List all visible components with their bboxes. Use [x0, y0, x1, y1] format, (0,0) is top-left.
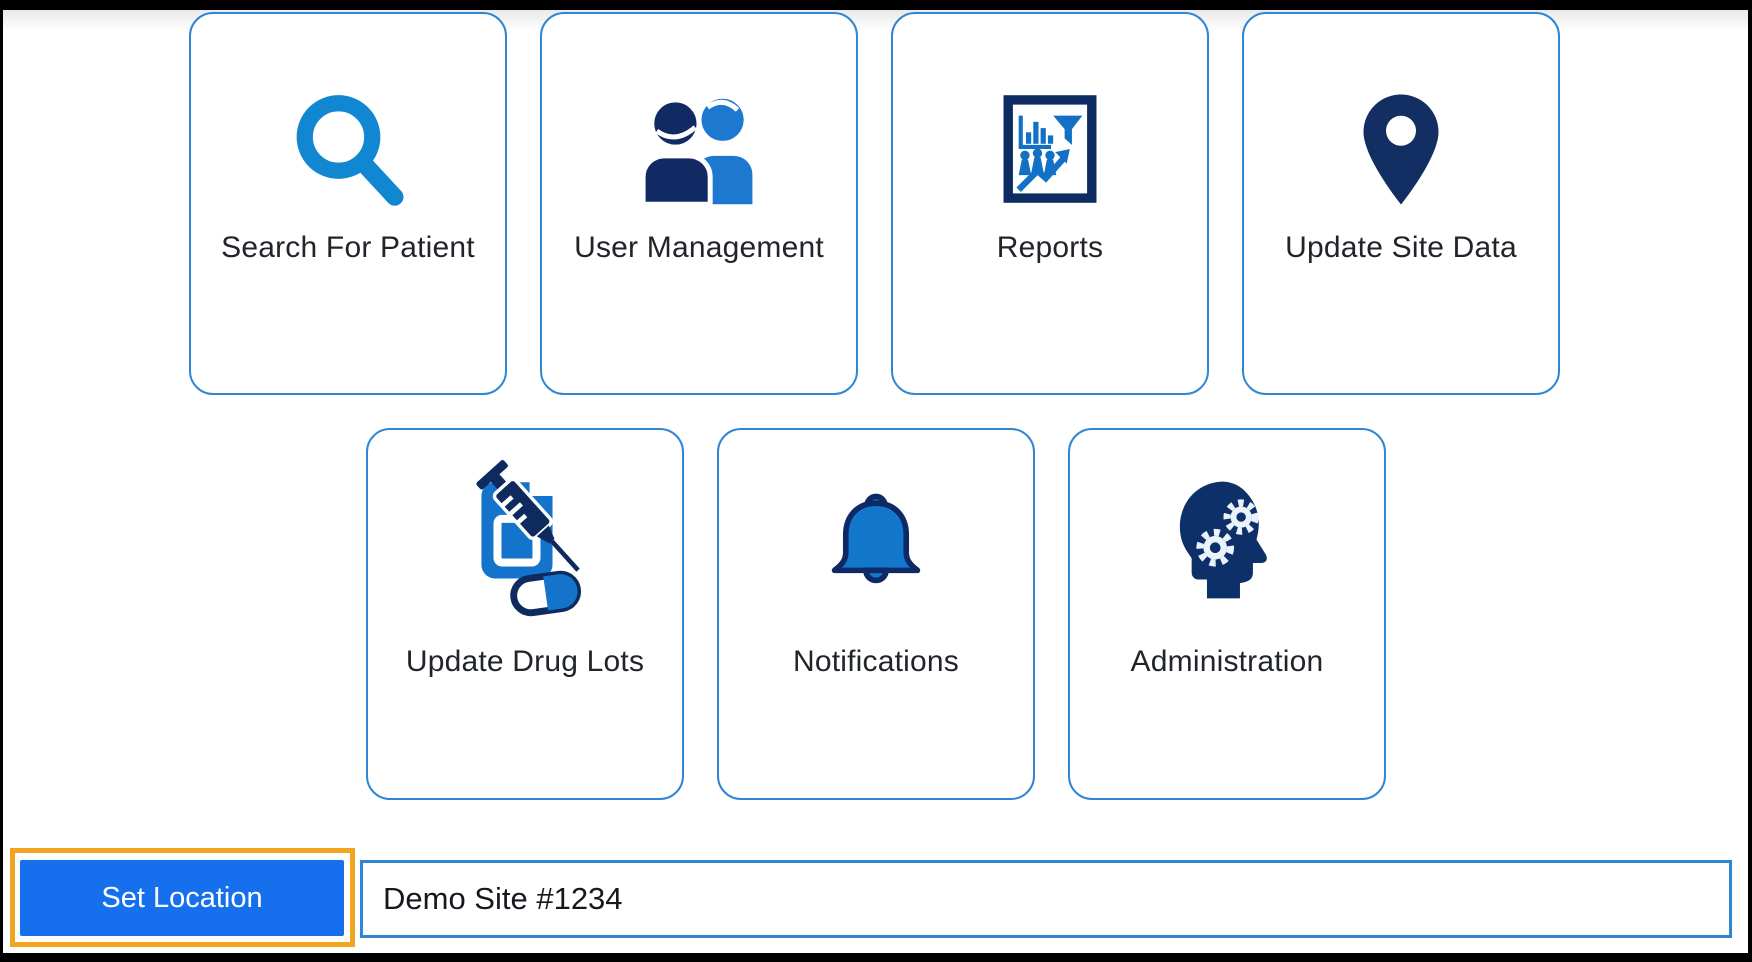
card-label: User Management — [574, 231, 824, 264]
search-icon — [286, 84, 411, 214]
bell-icon — [820, 454, 932, 632]
card-label: Update Drug Lots — [405, 645, 645, 678]
report-chart-icon — [1003, 84, 1097, 214]
card-update-site-data[interactable]: Update Site Data — [1242, 12, 1560, 395]
card-notifications[interactable]: Notifications — [717, 428, 1035, 800]
card-user-management[interactable]: User Management — [540, 12, 858, 395]
card-search-for-patient[interactable]: Search For Patient — [189, 12, 507, 395]
card-update-drug-lots[interactable]: Update Drug Lots — [366, 428, 684, 800]
users-icon — [629, 84, 769, 214]
card-label: Notifications — [792, 645, 959, 678]
card-administration[interactable]: Administration — [1068, 428, 1386, 800]
card-label: Search For Patient — [221, 231, 475, 264]
main-menu-screen: Search For Patient User Management — [3, 10, 1748, 953]
card-label: Update Site Data — [1285, 231, 1517, 264]
card-label: Administration — [1130, 645, 1324, 678]
head-gears-icon — [1168, 454, 1286, 632]
location-field[interactable]: Demo Site #1234 — [360, 860, 1732, 938]
syringe-vial-icon — [456, 454, 594, 632]
set-location-label: Set Location — [101, 881, 263, 914]
location-value: Demo Site #1234 — [383, 881, 623, 916]
location-pin-icon — [1361, 84, 1441, 214]
card-reports[interactable]: Reports — [891, 12, 1209, 395]
set-location-button[interactable]: Set Location — [20, 860, 344, 936]
card-label: Reports — [996, 231, 1104, 264]
